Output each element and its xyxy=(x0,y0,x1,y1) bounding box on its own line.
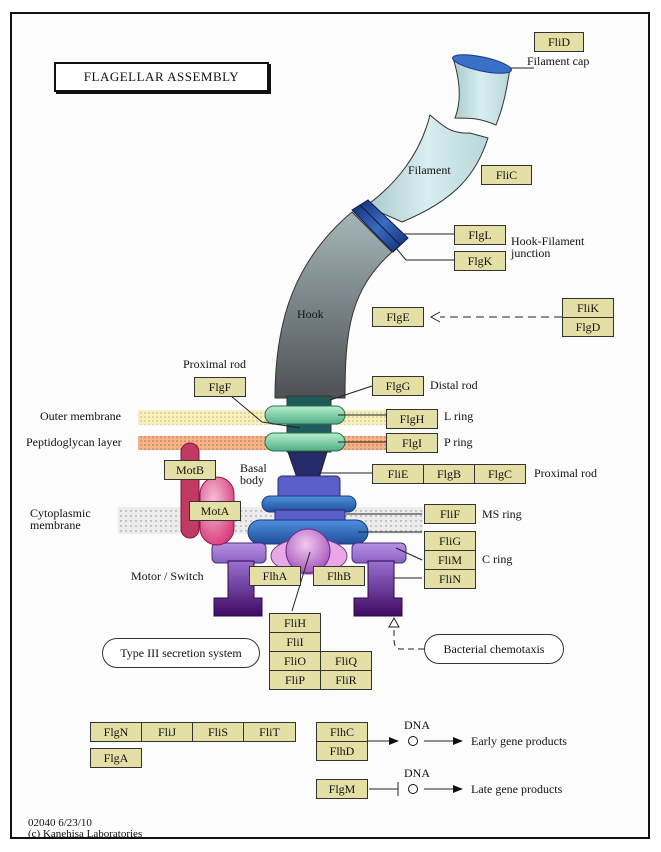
link-type-iii-secretion-system[interactable]: Type III secretion system xyxy=(102,638,260,668)
gene-flgg[interactable]: FlgG xyxy=(372,376,424,396)
filament-upper xyxy=(452,57,511,126)
p-ring xyxy=(264,432,346,452)
label-ms-ring: MS ring xyxy=(482,507,522,521)
gene-flij[interactable]: FliJ xyxy=(141,722,193,742)
label-cytoplasmic-membrane-1: Cytoplasmic xyxy=(30,506,91,520)
copyright: (c) Kanehisa Laboratories xyxy=(28,828,143,840)
label-filament: Filament xyxy=(408,163,451,177)
gene-flii[interactable]: FliI xyxy=(269,632,321,652)
label-p-ring: P ring xyxy=(444,435,473,449)
label-l-ring: L ring xyxy=(444,409,474,423)
label-basal-body-1: Basal xyxy=(240,461,267,475)
label-c-ring: C ring xyxy=(482,552,513,566)
gene-flif[interactable]: FliF xyxy=(424,504,476,524)
dna-node-late xyxy=(408,784,418,794)
gene-flig[interactable]: FliG xyxy=(424,531,476,551)
gene-flie[interactable]: FliE xyxy=(372,464,424,484)
flik-arrowhead-icon xyxy=(429,311,441,323)
map-id: 02040 6/23/10 xyxy=(28,817,92,829)
gene-flgi[interactable]: FlgI xyxy=(386,433,438,453)
label-late-gene-products: Late gene products xyxy=(471,782,563,796)
label-proximal-rod-right: Proximal rod xyxy=(534,466,597,480)
gene-flip[interactable]: FliP xyxy=(269,670,321,690)
gene-flis[interactable]: FliS xyxy=(192,722,244,742)
label-dna-late: DNA xyxy=(404,766,430,780)
gene-flhc[interactable]: FlhC xyxy=(316,722,368,742)
gene-flgb[interactable]: FlgB xyxy=(423,464,475,484)
gene-flgm[interactable]: FlgM xyxy=(316,779,368,799)
label-peptidoglycan-layer: Peptidoglycan layer xyxy=(26,435,122,449)
gene-flgn[interactable]: FlgN xyxy=(90,722,142,742)
label-dna-early: DNA xyxy=(404,718,430,732)
label-hook-filament-junction-2: junction xyxy=(511,246,551,260)
c-ring-left xyxy=(211,542,267,564)
gene-flga[interactable]: FlgA xyxy=(90,748,142,768)
filament-cap xyxy=(452,54,512,74)
gene-motb[interactable]: MotB xyxy=(164,460,216,480)
gene-flgd[interactable]: FlgD xyxy=(562,317,614,337)
filament-lower xyxy=(365,114,489,223)
gene-flio[interactable]: FliO xyxy=(269,651,321,671)
chemotaxis-link-line xyxy=(393,626,424,650)
peptidoglycan-band xyxy=(138,436,388,450)
gene-flir[interactable]: FliR xyxy=(320,670,372,690)
gene-flin[interactable]: FliN xyxy=(424,569,476,589)
gene-flha[interactable]: FlhA xyxy=(249,566,301,586)
gene-flik[interactable]: FliK xyxy=(562,298,614,318)
gene-flgh[interactable]: FlgH xyxy=(386,409,438,429)
motor-right xyxy=(353,560,403,617)
gene-flgf[interactable]: FlgF xyxy=(194,377,246,397)
label-hook: Hook xyxy=(297,307,324,321)
gene-mota[interactable]: MotA xyxy=(189,501,241,521)
gene-fliq[interactable]: FliQ xyxy=(320,651,372,671)
gene-flgc[interactable]: FlgC xyxy=(474,464,526,484)
gene-flhb[interactable]: FlhB xyxy=(313,566,365,586)
gene-flit[interactable]: FliT xyxy=(243,722,296,742)
gene-flhd[interactable]: FlhD xyxy=(316,741,368,761)
outer-membrane-band xyxy=(138,410,388,425)
label-proximal-rod-top: Proximal rod xyxy=(183,357,246,371)
chemotaxis-arrowhead-icon xyxy=(388,616,400,628)
page-title: FLAGELLAR ASSEMBLY xyxy=(54,62,269,92)
label-early-gene-products: Early gene products xyxy=(471,734,567,748)
gene-flgl[interactable]: FlgL xyxy=(454,225,506,245)
label-cytoplasmic-membrane-2: membrane xyxy=(30,518,81,532)
motb-shape xyxy=(180,442,200,539)
label-distal-rod: Distal rod xyxy=(430,378,478,392)
label-outer-membrane: Outer membrane xyxy=(40,409,121,423)
l-ring xyxy=(264,405,346,425)
gene-flid[interactable]: FliD xyxy=(534,32,584,52)
gene-flim[interactable]: FliM xyxy=(424,550,476,570)
gene-flgk[interactable]: FlgK xyxy=(454,251,506,271)
label-basal-body-2: body xyxy=(240,473,264,487)
hook xyxy=(274,211,393,399)
connector-lines xyxy=(230,67,534,796)
gene-flic[interactable]: FliC xyxy=(481,165,532,185)
label-filament-cap: Filament cap xyxy=(527,54,590,68)
gene-flge[interactable]: FlgE xyxy=(372,307,424,327)
label-hook-filament-junction-1: Hook-Filament xyxy=(511,234,585,248)
gene-flih[interactable]: FliH xyxy=(269,613,321,633)
export-apparatus xyxy=(285,528,331,574)
label-motor-switch: Motor / Switch xyxy=(131,569,204,583)
dna-node-early xyxy=(408,736,418,746)
c-ring-right xyxy=(351,542,407,564)
link-bacterial-chemotaxis[interactable]: Bacterial chemotaxis xyxy=(424,634,564,664)
